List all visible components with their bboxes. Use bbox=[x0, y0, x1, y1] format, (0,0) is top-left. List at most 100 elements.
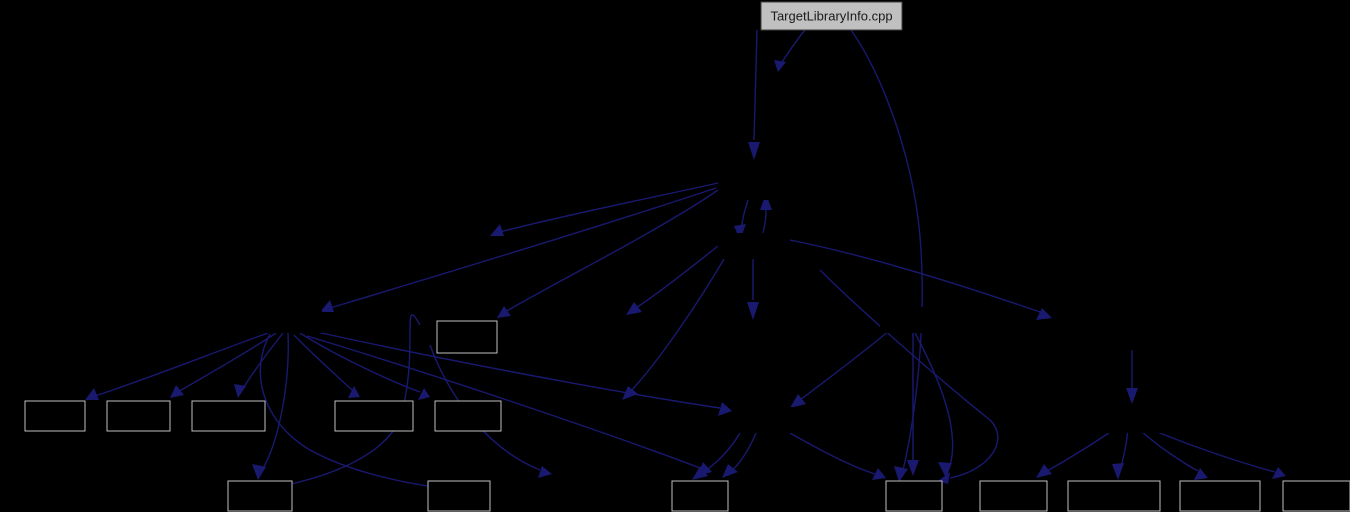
node-box[interactable] bbox=[106, 400, 171, 432]
graph-edge bbox=[748, 29, 760, 160]
node-box[interactable] bbox=[885, 480, 943, 512]
graph-node[interactable] bbox=[1282, 480, 1350, 512]
graph-node-unlabeled[interactable] bbox=[718, 233, 790, 259]
edge-arrowhead-icon bbox=[894, 466, 908, 482]
graph-node[interactable] bbox=[334, 400, 414, 432]
node-box[interactable] bbox=[1067, 480, 1161, 512]
node-box[interactable] bbox=[718, 233, 790, 259]
edge-line bbox=[1044, 427, 1117, 473]
edge-arrowhead-icon bbox=[418, 388, 430, 400]
node-box[interactable] bbox=[1100, 407, 1166, 433]
edge-line bbox=[819, 269, 999, 479]
node-box[interactable] bbox=[252, 307, 322, 333]
edge-line bbox=[629, 258, 725, 393]
node-box[interactable] bbox=[427, 480, 491, 512]
node-box[interactable] bbox=[334, 400, 414, 432]
edge-line bbox=[1139, 429, 1199, 472]
node-box[interactable] bbox=[1282, 480, 1350, 512]
edge-line bbox=[914, 332, 954, 467]
edge-arrowhead-icon bbox=[938, 462, 952, 478]
edge-line bbox=[850, 29, 923, 471]
graph-edge bbox=[497, 189, 719, 318]
edge-line bbox=[762, 205, 767, 234]
node-box[interactable] bbox=[1179, 480, 1261, 512]
edge-line bbox=[94, 332, 269, 397]
edge-arrowhead-icon bbox=[747, 302, 759, 320]
node-box[interactable] bbox=[979, 480, 1048, 512]
graph-node[interactable] bbox=[24, 400, 86, 432]
edge-arrowhead-icon bbox=[774, 60, 786, 72]
graph-edge bbox=[747, 259, 759, 320]
node-box[interactable] bbox=[760, 1, 903, 31]
graph-node[interactable] bbox=[671, 480, 729, 512]
edge-line bbox=[499, 182, 719, 233]
graph-edge bbox=[692, 432, 741, 480]
edge-line bbox=[729, 432, 757, 473]
graph-edge bbox=[85, 332, 269, 400]
graph-node[interactable] bbox=[191, 400, 266, 432]
graph-node[interactable] bbox=[1179, 480, 1261, 512]
node-box[interactable] bbox=[436, 320, 498, 354]
edges-layer bbox=[85, 29, 1286, 495]
graph-node[interactable] bbox=[1067, 480, 1161, 512]
graph-edge bbox=[1112, 429, 1129, 480]
graph-edge bbox=[490, 182, 719, 236]
graph-node[interactable] bbox=[106, 400, 171, 432]
edge-line bbox=[635, 245, 719, 309]
node-box[interactable] bbox=[227, 480, 293, 512]
edge-line bbox=[293, 334, 353, 391]
edge-arrowhead-icon bbox=[722, 464, 738, 478]
graph-edge bbox=[1126, 349, 1138, 404]
edge-arrowhead-icon bbox=[748, 142, 760, 160]
graph-edge bbox=[293, 334, 360, 398]
graph-node[interactable] bbox=[227, 480, 293, 512]
graph-node-unlabeled[interactable] bbox=[750, 407, 820, 433]
graph-edge bbox=[760, 194, 772, 234]
graph-edge bbox=[1139, 429, 1208, 480]
graph-edge bbox=[819, 269, 999, 484]
graph-node-unlabeled[interactable] bbox=[718, 174, 790, 200]
graph-node[interactable] bbox=[427, 480, 491, 512]
graph-node-unlabeled[interactable] bbox=[1100, 407, 1166, 433]
node-box[interactable] bbox=[24, 400, 86, 432]
graph-edge bbox=[907, 320, 919, 476]
edge-arrowhead-icon bbox=[85, 388, 99, 400]
edge-line bbox=[753, 29, 758, 141]
graph-node[interactable] bbox=[434, 400, 502, 432]
edge-line bbox=[306, 335, 701, 469]
edge-arrowhead-icon bbox=[734, 224, 746, 240]
graph-edge bbox=[307, 329, 732, 416]
graph-node-unlabeled[interactable] bbox=[252, 307, 322, 333]
graph-node[interactable] bbox=[885, 480, 943, 512]
edge-arrowhead-icon bbox=[626, 302, 642, 315]
graph-node-unlabeled[interactable] bbox=[880, 307, 946, 333]
edge-line bbox=[504, 189, 719, 313]
edge-arrowhead-icon bbox=[1272, 467, 1286, 479]
node-box[interactable] bbox=[671, 480, 729, 512]
node-box[interactable] bbox=[750, 407, 820, 433]
graph-edge bbox=[622, 258, 725, 400]
node-box[interactable] bbox=[191, 400, 266, 432]
node-box[interactable] bbox=[718, 174, 790, 200]
graph-node[interactable] bbox=[436, 320, 498, 354]
graph-edge bbox=[734, 199, 749, 240]
edge-arrowhead-icon bbox=[497, 306, 511, 318]
graph-edge bbox=[850, 29, 923, 482]
edge-line bbox=[789, 432, 876, 475]
edge-arrowhead-icon bbox=[1194, 468, 1208, 480]
edge-line bbox=[261, 332, 289, 471]
edge-arrowhead-icon bbox=[790, 394, 806, 408]
edge-arrowhead-icon bbox=[907, 460, 919, 476]
edge-arrowhead-icon bbox=[760, 194, 772, 210]
graph-node[interactable] bbox=[979, 480, 1048, 512]
edge-arrowhead-icon bbox=[1112, 463, 1124, 480]
graph-node-root[interactable]: TargetLibraryInfo.cpp bbox=[760, 1, 903, 31]
graph-edge bbox=[914, 332, 954, 478]
graph-edge bbox=[789, 239, 1052, 320]
edge-arrowhead-icon bbox=[1126, 388, 1138, 404]
edge-arrowhead-icon bbox=[692, 466, 708, 480]
node-box[interactable] bbox=[880, 307, 946, 333]
edge-arrowhead-icon bbox=[538, 466, 552, 478]
node-box[interactable] bbox=[434, 400, 502, 432]
